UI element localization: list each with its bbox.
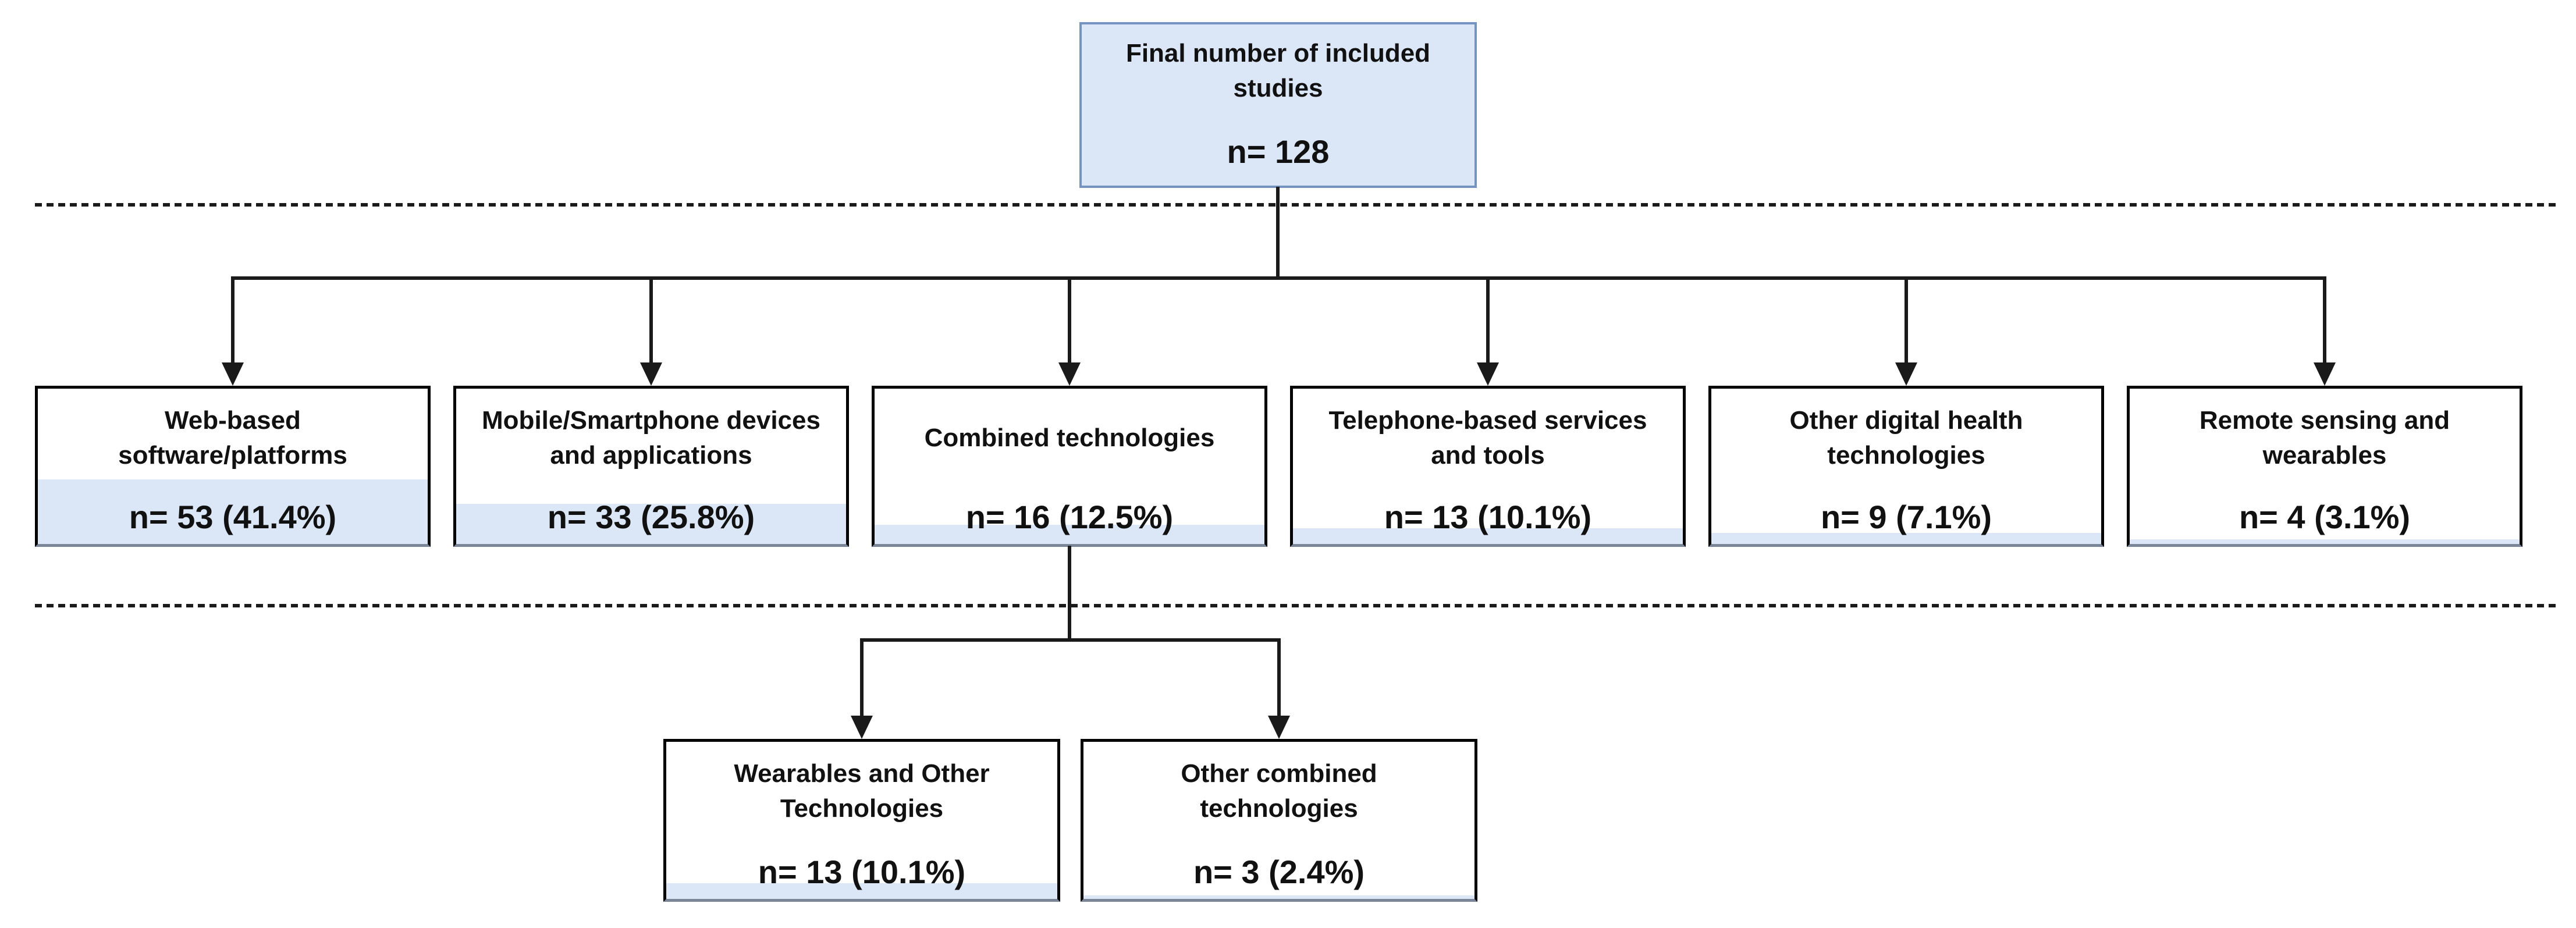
- arrow-down-icon: [1477, 362, 1499, 386]
- arrow-down-icon: [1268, 716, 1290, 739]
- node-label-zone: Remote sensing and wearables: [2130, 389, 2520, 488]
- node-label-zone: Mobile/Smartphone devices and applicatio…: [456, 389, 846, 488]
- connector-root-stem: [1276, 187, 1280, 280]
- node-label: Other combined technologies: [1181, 759, 1377, 823]
- connector-level2-bus: [860, 638, 1281, 642]
- arrow-down-icon: [1058, 362, 1081, 386]
- node-web-based-software: Web-based software/platforms n= 53 (41.4…: [35, 386, 431, 547]
- connector-drop-remote-sensing: [2323, 276, 2326, 365]
- percentage-fill-bar: [2130, 539, 2520, 544]
- node-label-zone: Telephone-based services and tools: [1293, 389, 1683, 488]
- node-count: n= 16 (12.5%): [965, 499, 1174, 535]
- node-count: n= 3 (2.4%): [1193, 854, 1365, 890]
- node-label-zone: Final number of included studies: [1082, 24, 1474, 118]
- node-telephone-based: Telephone-based services and tools n= 13…: [1290, 386, 1686, 547]
- connector-drop-mobile: [649, 276, 653, 365]
- percentage-fill-bar: [1083, 895, 1474, 899]
- node-label: Wearables and Other Technologies: [734, 759, 990, 823]
- node-label-zone: Web-based software/platforms: [38, 389, 428, 488]
- node-count: n= 33 (25.8%): [547, 499, 755, 535]
- node-label-zone: Wearables and Other Technologies: [666, 742, 1057, 841]
- arrow-down-icon: [851, 716, 873, 739]
- node-label: Telephone-based services and tools: [1328, 406, 1647, 470]
- node-label-zone: Other combined technologies: [1083, 742, 1474, 841]
- percentage-fill-bar: [1711, 533, 2101, 544]
- arrow-down-icon: [222, 362, 244, 386]
- connector-combined-stem: [1068, 546, 1071, 642]
- percentage-fill-bar: [875, 524, 1264, 544]
- node-remote-sensing-wearables: Remote sensing and wearables n= 4 (3.1%): [2127, 386, 2522, 547]
- arrow-down-icon: [2314, 362, 2336, 386]
- connector-drop-web-based: [231, 276, 234, 365]
- connector-drop-other-combined: [1277, 638, 1281, 718]
- node-label: Remote sensing and wearables: [2199, 406, 2450, 470]
- node-label: Mobile/Smartphone devices and applicatio…: [482, 406, 820, 470]
- connector-drop-other-digital: [1905, 276, 1908, 365]
- connector-drop-combined: [1068, 276, 1071, 365]
- connector-level1-bus: [233, 276, 2325, 280]
- node-other-digital-health: Other digital health technologies n= 9 (…: [1708, 386, 2104, 547]
- node-label-zone: Combined technologies: [875, 389, 1264, 488]
- percentage-fill-bar: [666, 883, 1057, 899]
- connector-drop-telephone: [1486, 276, 1490, 365]
- dashed-divider-bottom: [35, 604, 2560, 607]
- node-count: n= 53 (41.4%): [129, 499, 337, 535]
- node-label: Combined technologies: [924, 424, 1215, 452]
- arrow-down-icon: [640, 362, 662, 386]
- percentage-fill-bar: [456, 504, 846, 544]
- node-other-combined-technologies: Other combined technologies n= 3 (2.4%): [1081, 739, 1477, 902]
- node-combined-technologies: Combined technologies n= 16 (12.5%): [872, 386, 1267, 547]
- node-count: n= 9 (7.1%): [1820, 499, 1992, 535]
- node-final-included-studies: Final number of included studies n= 128: [1079, 22, 1477, 188]
- arrow-down-icon: [1895, 362, 1917, 386]
- node-count: n= 4 (3.1%): [2239, 499, 2411, 535]
- node-count: n= 13 (10.1%): [1384, 499, 1592, 535]
- node-count: n= 13 (10.1%): [758, 854, 966, 890]
- node-label: Final number of included studies: [1125, 39, 1431, 102]
- percentage-fill-bar: [38, 479, 428, 544]
- node-count: n= 128: [1227, 133, 1330, 170]
- node-label: Web-based software/platforms: [118, 406, 347, 470]
- dashed-divider-top: [35, 203, 2560, 207]
- node-label: Other digital health technologies: [1789, 406, 2023, 470]
- node-wearables-other-technologies: Wearables and Other Technologies n= 13 (…: [663, 739, 1060, 902]
- connector-drop-wearables-other: [860, 638, 864, 718]
- node-label-zone: Other digital health technologies: [1711, 389, 2101, 488]
- percentage-fill-bar: [1293, 528, 1683, 544]
- node-mobile-smartphone: Mobile/Smartphone devices and applicatio…: [453, 386, 849, 547]
